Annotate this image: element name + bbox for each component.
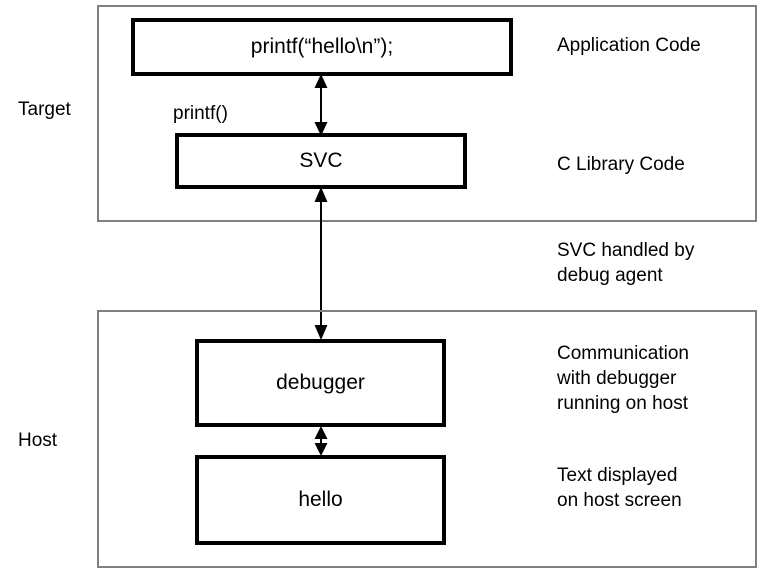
svc-handled-annotation: SVC handled by debug agent: [557, 240, 695, 286]
svc-to-debugger-arrow: [314, 187, 328, 340]
target-region: [97, 5, 757, 222]
svc-box[interactable]: SVC: [175, 133, 467, 189]
debugger-box[interactable]: debugger: [195, 339, 446, 427]
printf-call-label: printf(): [173, 103, 228, 124]
c-library-code-annotation: C Library Code: [557, 154, 685, 175]
text-displayed-annotation: Text displayed on host screen: [557, 465, 682, 511]
host-region-label: Host: [18, 430, 58, 451]
host-region: [97, 310, 757, 568]
hello-box[interactable]: hello: [195, 455, 446, 545]
debugger-to-hello-arrow: [314, 426, 328, 456]
target-region-label: Target: [18, 99, 71, 120]
communication-annotation: Communication with debugger running on h…: [557, 343, 689, 414]
printf-call-arrow: [314, 74, 328, 136]
application-code-box[interactable]: printf(“hello\n”);: [131, 18, 513, 76]
application-code-annotation: Application Code: [557, 35, 701, 56]
